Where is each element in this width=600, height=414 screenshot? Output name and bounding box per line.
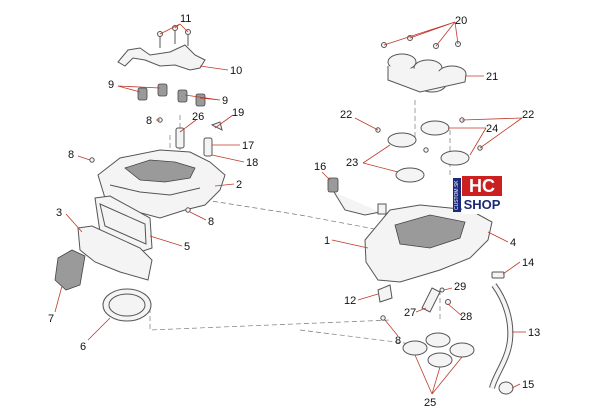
callout-8: 8 [146,115,152,127]
callout-8: 8 [68,149,74,161]
callout-6: 6 [80,341,86,353]
callout-21: 21 [486,71,498,83]
callout-4: 4 [510,237,516,249]
callout-8: 8 [395,335,401,347]
logo-hc-text: HC [462,176,502,196]
intake-ring-part-6 [102,288,152,322]
callout-22: 22 [522,109,534,121]
airbox-lid-part-2 [97,149,226,219]
o-rings-part-25 [402,332,475,368]
callout-23: 23 [346,157,358,169]
logo-shop-text: SHOP [462,196,502,214]
callout-15: 15 [522,379,534,391]
callout-12: 12 [344,295,356,307]
intake-trumpets-parts-23-24 [375,117,483,183]
callout-5: 5 [184,241,190,253]
intake-duct-parts-3-7 [54,225,153,291]
intake-manifold-part-21 [381,35,467,93]
callout-17: 17 [242,140,254,152]
breather-pipe-part-10 [117,25,206,71]
logo-side-text: CUSTOM.SK [453,178,461,212]
callout-9: 9 [222,95,228,107]
drain-hose-parts-13-14-15 [489,271,514,395]
airbox-base-part-1 [364,204,493,283]
callout-2: 2 [236,179,242,191]
leader-lines [54,21,526,395]
callout-16: 16 [314,161,326,173]
callout-29: 29 [454,281,466,293]
callout-9: 9 [108,79,114,91]
brackets-parts-12-27-28-29 [377,284,451,313]
callout-13: 13 [528,327,540,339]
callout-28: 28 [460,311,472,323]
callout-18: 18 [246,157,258,169]
callout-8: 8 [208,216,214,228]
callout-26: 26 [192,111,204,123]
callout-19: 19 [232,107,244,119]
pressure-sensor-part-16 [327,177,387,216]
sensor-bracket-parts-17-19-26 [175,121,223,157]
bolts-part-8 [89,117,386,321]
callout-10: 10 [230,65,242,77]
callout-11: 11 [180,13,191,25]
callout-1: 1 [324,235,330,247]
callout-3: 3 [56,207,62,219]
callout-27: 27 [404,307,416,319]
callout-labels: 11 10 9 9 8 26 19 17 18 8 2 8 3 5 7 6 20… [48,13,540,409]
callout-7: 7 [48,313,54,325]
injectors-part-9 [137,83,206,107]
callout-20: 20 [455,15,467,27]
callout-14: 14 [522,257,534,269]
callout-24: 24 [486,123,498,135]
callout-22: 22 [340,109,352,121]
callout-25: 25 [424,397,436,409]
hc-shop-logo: CUSTOM.SK HC SHOP [453,176,502,214]
